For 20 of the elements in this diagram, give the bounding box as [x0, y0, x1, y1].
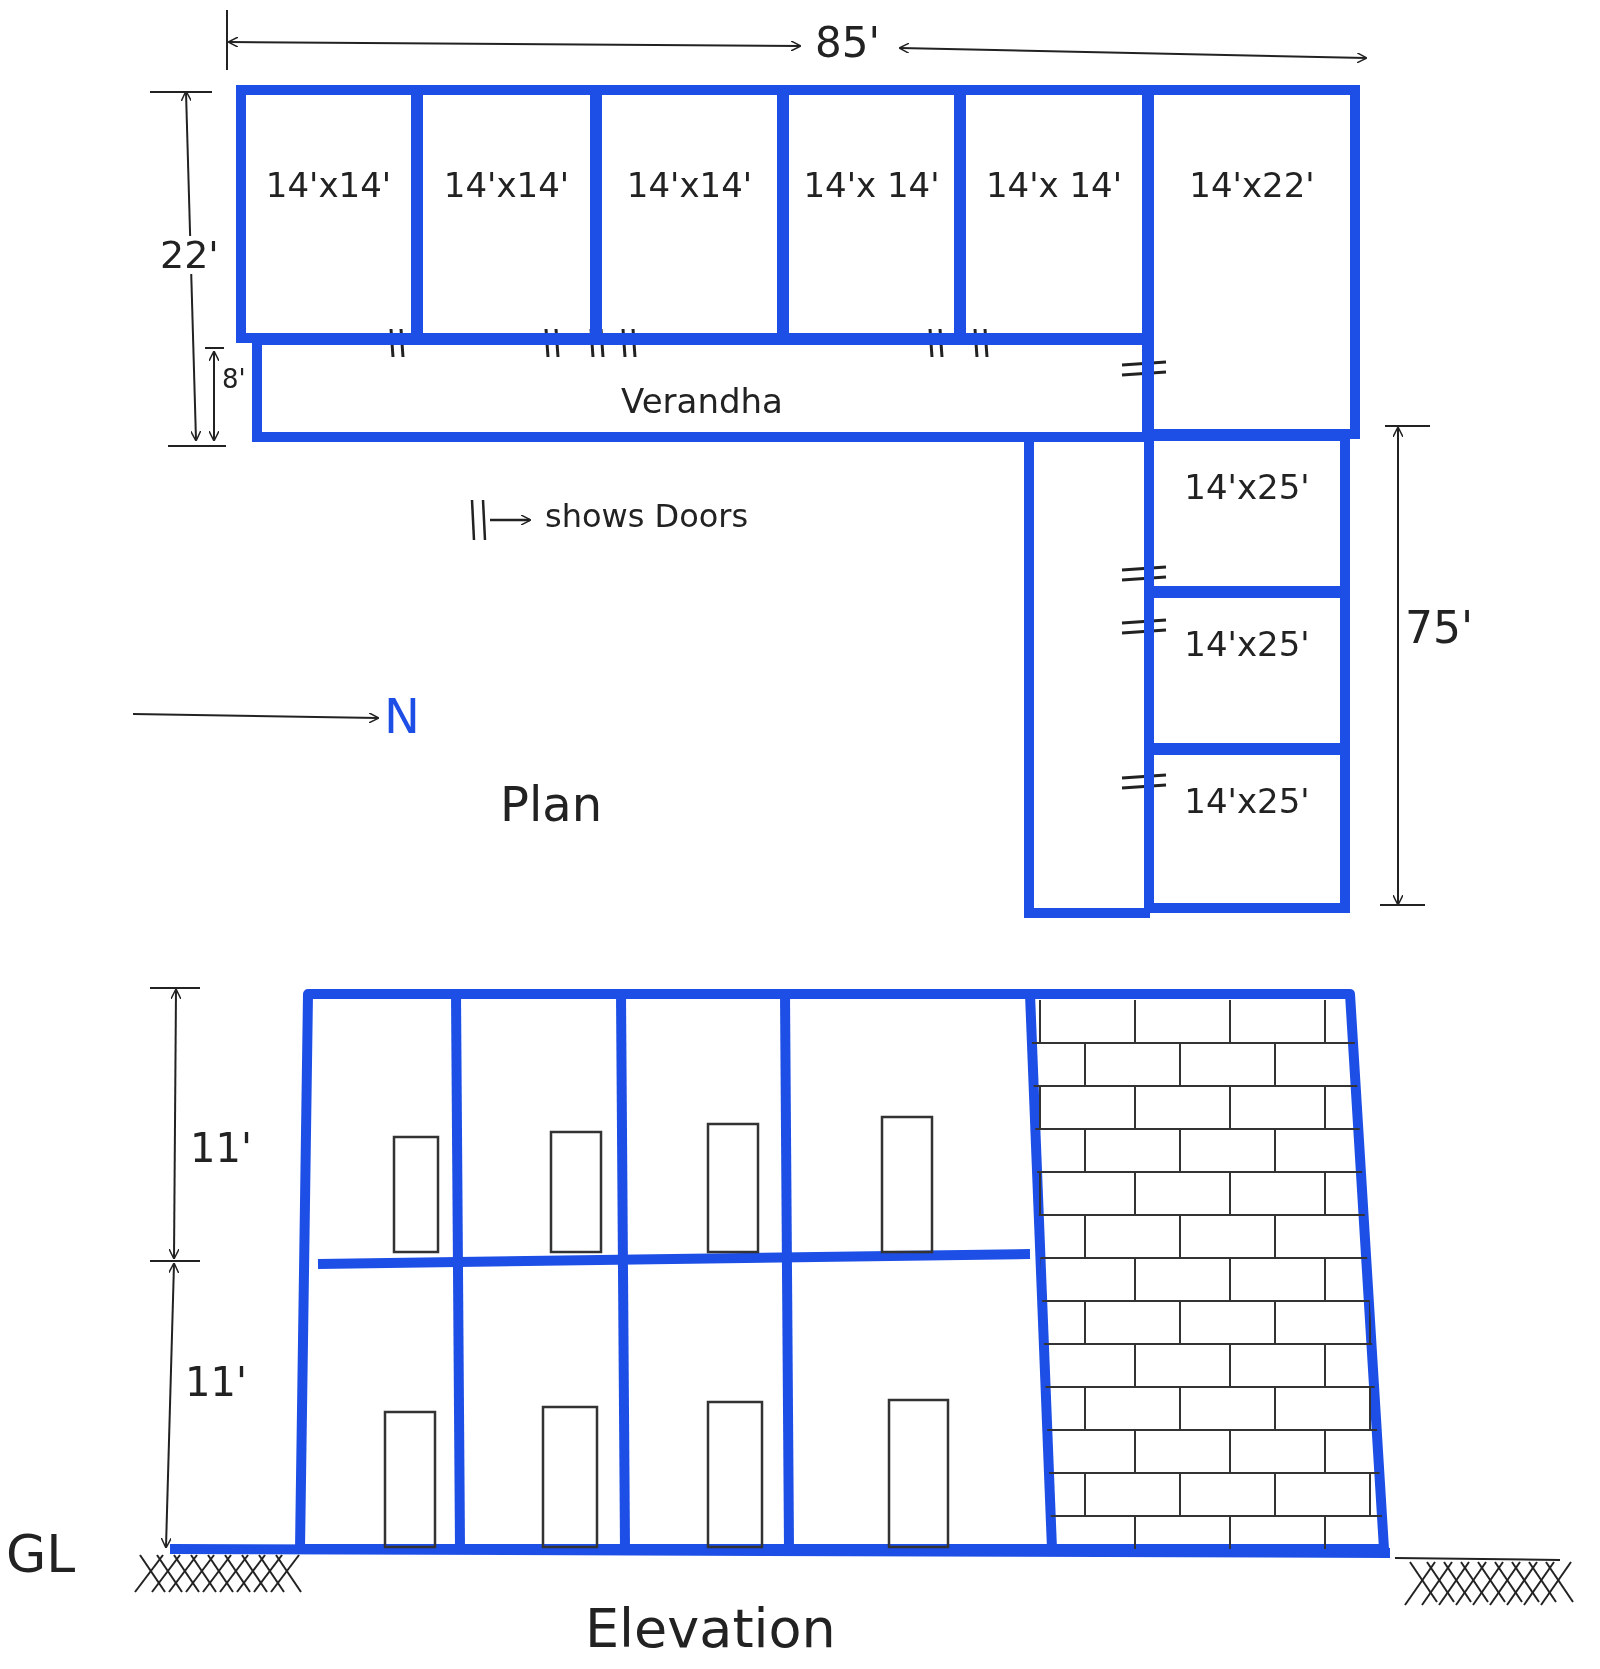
dimension-label: 75' — [1405, 606, 1474, 650]
legend-text: shows Doors — [545, 500, 749, 532]
room-label: Verandha — [621, 381, 783, 421]
room-label: 14'x14' — [265, 165, 392, 205]
dimension-label: 22' — [160, 236, 219, 274]
room-label: 14'x22' — [1189, 165, 1315, 205]
dimension-label: 11' — [190, 1128, 252, 1168]
room-label: 14'x14' — [626, 165, 753, 205]
room-label: 14'x25' — [1184, 467, 1310, 507]
dimension-label: 11' — [185, 1362, 247, 1402]
room-label: 14'x 14' — [985, 165, 1123, 205]
room-label: 14'x25' — [1184, 624, 1310, 664]
dimension-label: 85' — [815, 22, 880, 64]
room-label: 14'x25' — [1184, 781, 1310, 821]
room-label: 14'x 14' — [803, 165, 940, 205]
ground-level-label: GL — [6, 1528, 76, 1580]
room-label: 14'x14' — [443, 165, 570, 205]
view-title: Elevation — [585, 1602, 836, 1656]
view-title: Plan — [500, 780, 603, 828]
compass-label: N — [384, 692, 420, 740]
